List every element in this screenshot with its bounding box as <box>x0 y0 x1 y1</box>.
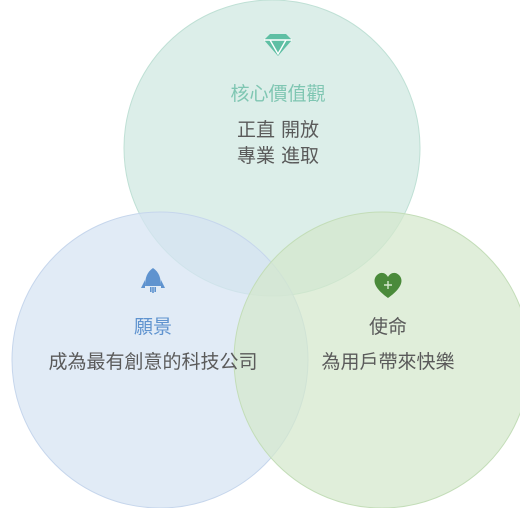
heart-plus-icon <box>374 272 402 298</box>
vision-title: 願景 <box>133 316 172 338</box>
core-values-title: 核心價值觀 <box>230 83 326 105</box>
mission-title: 使命 <box>368 316 407 338</box>
diamond-icon <box>264 34 292 56</box>
circle-mission <box>233 211 520 508</box>
vision-line-1: 成為最有創意的科技公司 <box>48 351 258 373</box>
mission-line-1: 為用戶帶來快樂 <box>321 351 455 373</box>
rocket-icon <box>141 268 165 293</box>
core-values-line-1: 正直 開放 <box>236 119 320 141</box>
core-values-line-2: 專業 進取 <box>236 145 320 167</box>
